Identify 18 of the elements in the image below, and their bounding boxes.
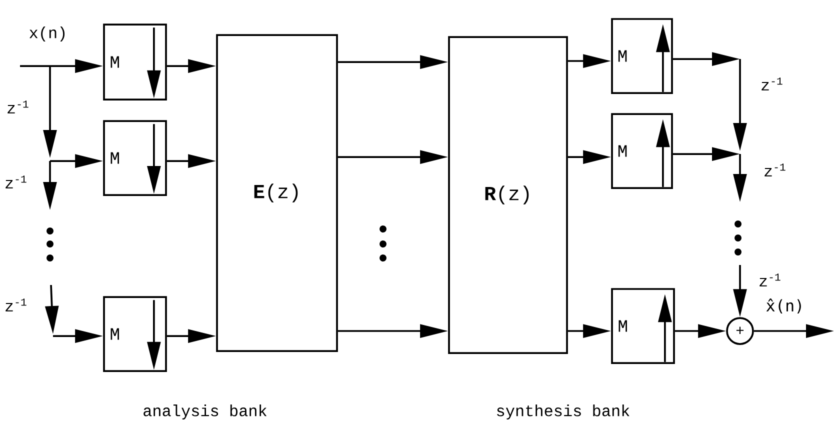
delay-label: z$^{-1}$ bbox=[760, 274, 780, 286]
upsampler-box: M bbox=[611, 113, 673, 189]
signal-label: x̂(n) bbox=[766, 298, 801, 314]
delay-label: z$^{-1}$ bbox=[6, 298, 26, 312]
bank-caption: analysis bank bbox=[144, 404, 267, 420]
upsampler-box: M bbox=[611, 18, 673, 94]
downsampler-box: M bbox=[103, 120, 167, 196]
downsampler-box: M bbox=[103, 24, 167, 100]
delay-label: z$^{-1}$ bbox=[762, 78, 782, 90]
downsampler-box: M bbox=[103, 296, 167, 372]
delay-label: z$^{-1}$ bbox=[6, 176, 26, 188]
upsampler-box: M bbox=[611, 288, 675, 364]
delay-label: z$^{-1}$ bbox=[764, 164, 786, 176]
polyphase-matrix-box: R(z) bbox=[448, 36, 568, 354]
delay-label: z$^{-1}$ bbox=[8, 100, 28, 114]
polyphase-matrix-box: E(z) bbox=[216, 34, 338, 352]
signal-label: x(n) bbox=[30, 26, 65, 42]
bank-caption: synthesis bank bbox=[497, 404, 630, 420]
